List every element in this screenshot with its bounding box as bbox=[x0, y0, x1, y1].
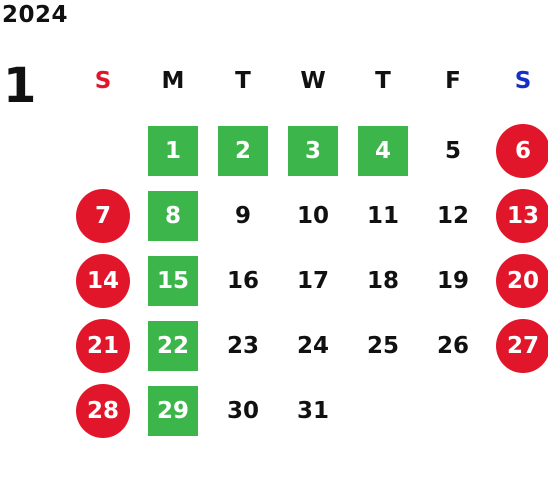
day-cell[interactable]: 10 bbox=[278, 183, 348, 248]
day-number[interactable]: 2 bbox=[218, 125, 268, 176]
day-cell[interactable]: 2 bbox=[208, 118, 278, 183]
day-number[interactable]: 5 bbox=[444, 137, 461, 164]
day-cell bbox=[68, 118, 138, 183]
day-number[interactable]: 20 bbox=[496, 253, 548, 308]
day-number[interactable]: 8 bbox=[148, 190, 198, 241]
day-cell bbox=[488, 378, 548, 443]
day-cell[interactable]: 20 bbox=[488, 248, 548, 313]
day-number[interactable]: 4 bbox=[358, 125, 408, 176]
day-number[interactable]: 13 bbox=[496, 188, 548, 243]
day-cell[interactable]: 23 bbox=[208, 313, 278, 378]
day-number bbox=[78, 126, 128, 176]
day-cell[interactable]: 16 bbox=[208, 248, 278, 313]
day-number[interactable]: 27 bbox=[496, 318, 548, 373]
day-cell[interactable]: 26 bbox=[418, 313, 488, 378]
day-number[interactable]: 9 bbox=[234, 202, 251, 229]
year-label: 2024 bbox=[2, 2, 69, 28]
day-cell[interactable]: 22 bbox=[138, 313, 208, 378]
day-cell[interactable]: 31 bbox=[278, 378, 348, 443]
day-cell[interactable]: 21 bbox=[68, 313, 138, 378]
weekday-wednesday: W bbox=[300, 68, 326, 94]
day-cell[interactable]: 17 bbox=[278, 248, 348, 313]
day-cell[interactable]: 15 bbox=[138, 248, 208, 313]
day-number[interactable]: 14 bbox=[76, 253, 130, 308]
day-number[interactable]: 29 bbox=[148, 385, 198, 436]
day-cell[interactable]: 14 bbox=[68, 248, 138, 313]
day-number[interactable]: 22 bbox=[148, 320, 198, 371]
day-number[interactable]: 30 bbox=[226, 397, 259, 424]
day-number[interactable]: 6 bbox=[496, 123, 548, 178]
day-cell[interactable]: 28 bbox=[68, 378, 138, 443]
day-cell[interactable]: 27 bbox=[488, 313, 548, 378]
weekday-tuesday: T bbox=[235, 68, 251, 94]
day-cell[interactable]: 8 bbox=[138, 183, 208, 248]
day-cell[interactable]: 19 bbox=[418, 248, 488, 313]
day-number[interactable]: 25 bbox=[366, 332, 399, 359]
day-cell[interactable]: 6 bbox=[488, 118, 548, 183]
day-number[interactable]: 12 bbox=[436, 202, 469, 229]
day-cell[interactable]: 29 bbox=[138, 378, 208, 443]
day-cell[interactable]: 4 bbox=[348, 118, 418, 183]
day-cell[interactable]: 13 bbox=[488, 183, 548, 248]
day-cell[interactable]: 9 bbox=[208, 183, 278, 248]
day-number bbox=[428, 386, 478, 436]
day-number[interactable]: 7 bbox=[76, 188, 130, 243]
day-number[interactable]: 24 bbox=[296, 332, 329, 359]
weekday-thursday: T bbox=[375, 68, 391, 94]
day-number[interactable]: 18 bbox=[366, 267, 399, 294]
weekday-friday: F bbox=[445, 68, 461, 94]
day-number[interactable]: 19 bbox=[436, 267, 469, 294]
weekday-sunday: S bbox=[94, 68, 112, 94]
day-number[interactable]: 3 bbox=[288, 125, 338, 176]
day-number[interactable]: 11 bbox=[366, 202, 399, 229]
day-number[interactable]: 15 bbox=[148, 255, 198, 306]
day-cell[interactable]: 12 bbox=[418, 183, 488, 248]
day-number[interactable]: 16 bbox=[226, 267, 259, 294]
day-cell[interactable]: 18 bbox=[348, 248, 418, 313]
day-cell bbox=[348, 378, 418, 443]
day-cell[interactable]: 1 bbox=[138, 118, 208, 183]
day-cell bbox=[418, 378, 488, 443]
month-number: 1 bbox=[3, 58, 37, 114]
day-number[interactable]: 31 bbox=[296, 397, 329, 424]
day-number bbox=[498, 386, 548, 436]
day-cell[interactable]: 11 bbox=[348, 183, 418, 248]
day-cell[interactable]: 5 bbox=[418, 118, 488, 183]
day-cell[interactable]: 7 bbox=[68, 183, 138, 248]
day-cell[interactable]: 25 bbox=[348, 313, 418, 378]
day-cell[interactable]: 3 bbox=[278, 118, 348, 183]
day-cell[interactable]: 24 bbox=[278, 313, 348, 378]
day-number[interactable]: 1 bbox=[148, 125, 198, 176]
day-number[interactable]: 21 bbox=[76, 318, 130, 373]
day-number bbox=[358, 386, 408, 436]
calendar-grid: 1 2 3 4 5 6 7 8 9 10 11 12 13 14 15 16 1… bbox=[68, 118, 548, 443]
day-number[interactable]: 17 bbox=[296, 267, 329, 294]
day-cell[interactable]: 30 bbox=[208, 378, 278, 443]
day-number[interactable]: 26 bbox=[436, 332, 469, 359]
weekday-header-row: S M T W T F S bbox=[68, 64, 548, 98]
weekday-monday: M bbox=[161, 68, 185, 94]
day-number[interactable]: 10 bbox=[296, 202, 329, 229]
day-number[interactable]: 28 bbox=[76, 383, 130, 438]
day-number[interactable]: 23 bbox=[226, 332, 259, 359]
weekday-saturday: S bbox=[514, 68, 532, 94]
